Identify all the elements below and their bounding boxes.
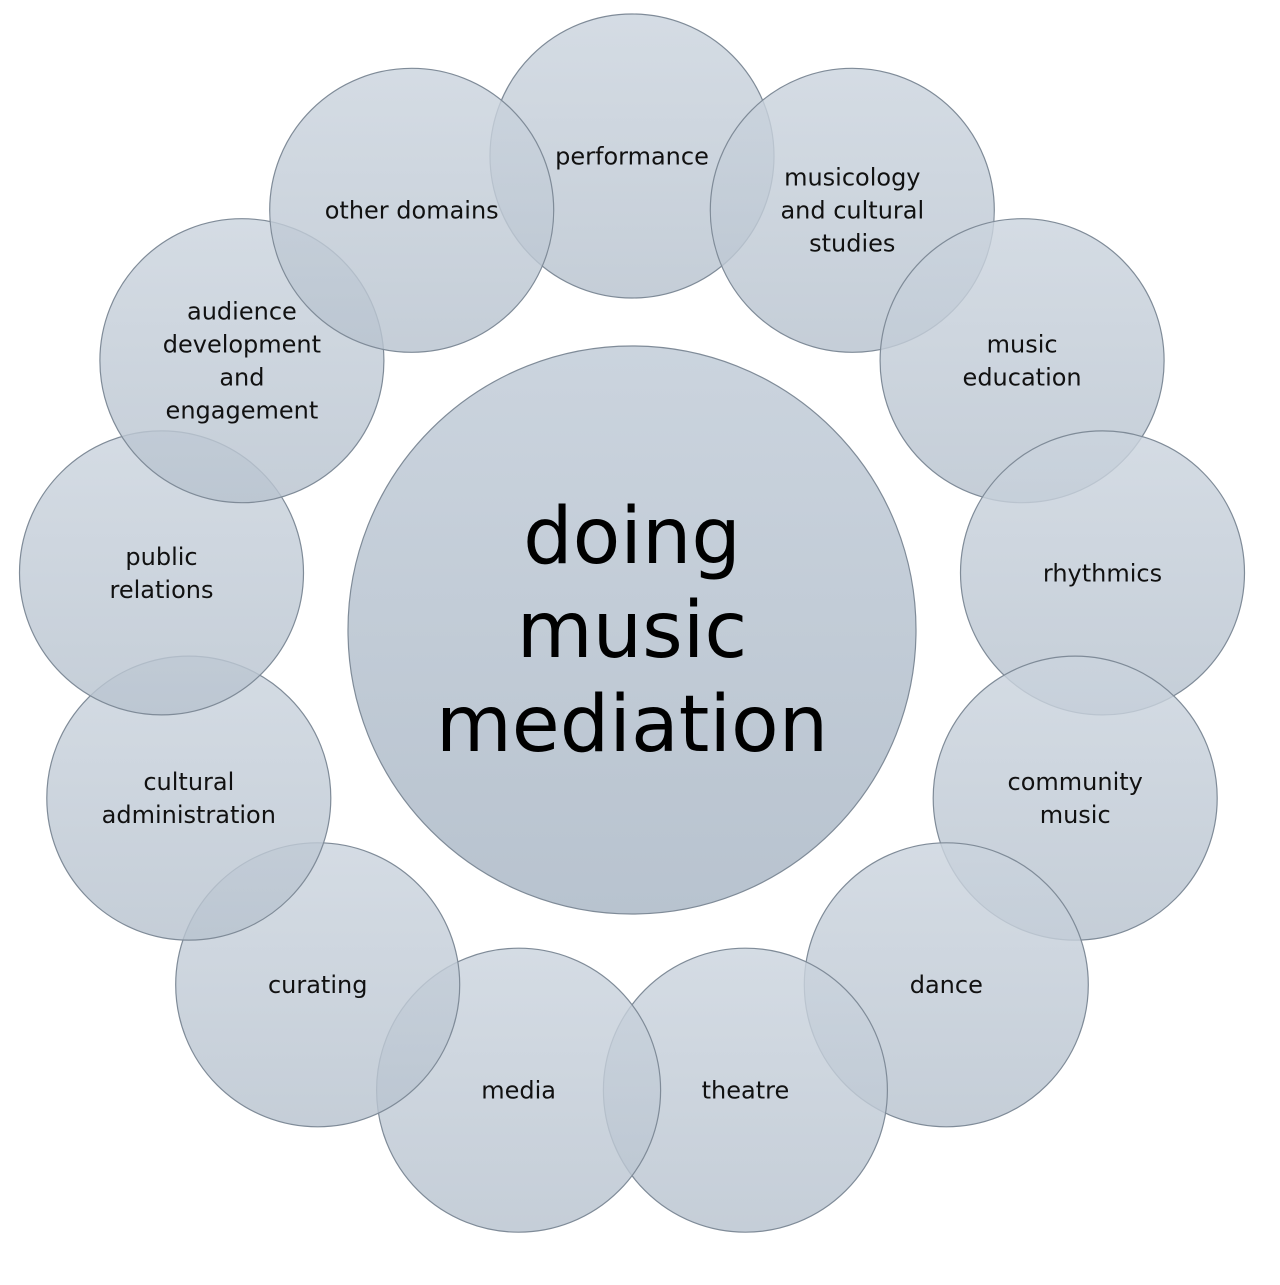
domain-label-line: other domains: [325, 197, 499, 225]
domain-label-line: and: [219, 364, 264, 392]
domain-label-performance: performance: [555, 142, 709, 170]
center-title-line: doing: [523, 492, 741, 582]
domain-label-curating: curating: [268, 971, 368, 999]
domain-label-line: development: [163, 331, 321, 359]
domain-label-audience-development: audience development and engagement: [163, 298, 321, 425]
domain-label-public-relations: public relations: [110, 543, 214, 604]
domain-label-line: relations: [110, 576, 214, 604]
domain-label-line: community: [1008, 768, 1143, 796]
domain-label-line: administration: [102, 801, 276, 829]
outer-labels-group: performance musicology and cultural studies…: [102, 142, 1162, 1104]
domain-label-line: theatre: [702, 1077, 790, 1105]
domain-label-line: studies: [809, 230, 895, 258]
domain-circle-other-domains: [269, 67, 555, 353]
domain-label-dance: dance: [910, 971, 983, 999]
domain-label-media: media: [481, 1077, 556, 1105]
domain-label-other-domains: other domains: [325, 197, 499, 225]
domain-label-line: and cultural: [780, 197, 924, 225]
domain-label-line: musicology: [784, 164, 920, 192]
center-circle: [347, 345, 917, 915]
domain-label-music-education: music education: [963, 331, 1082, 392]
domain-label-musicology: musicology and cultural studies: [780, 164, 924, 258]
domain-label-line: media: [481, 1077, 556, 1105]
domain-label-line: music: [1040, 801, 1111, 829]
domain-label-line: audience: [187, 298, 297, 326]
domain-label-line: curating: [268, 971, 368, 999]
domain-label-line: cultural: [143, 768, 234, 796]
domain-label-line: performance: [555, 142, 709, 170]
domain-label-line: dance: [910, 971, 983, 999]
domain-label-line: education: [963, 364, 1082, 392]
domain-label-line: engagement: [166, 397, 319, 425]
domain-label-cultural-administration: cultural administration: [102, 768, 276, 829]
center-title-line: mediation: [436, 680, 828, 770]
domain-label-theatre: theatre: [702, 1077, 790, 1105]
domain-label-community-music: community music: [1008, 768, 1143, 829]
outer-circles-group: [18, 13, 1246, 1233]
domain-label-line: rhythmics: [1043, 559, 1162, 587]
domain-label-rhythmics: rhythmics: [1043, 559, 1162, 587]
center-title-line: music: [517, 586, 748, 676]
domain-label-line: public: [125, 543, 197, 571]
domain-label-line: music: [987, 331, 1058, 359]
